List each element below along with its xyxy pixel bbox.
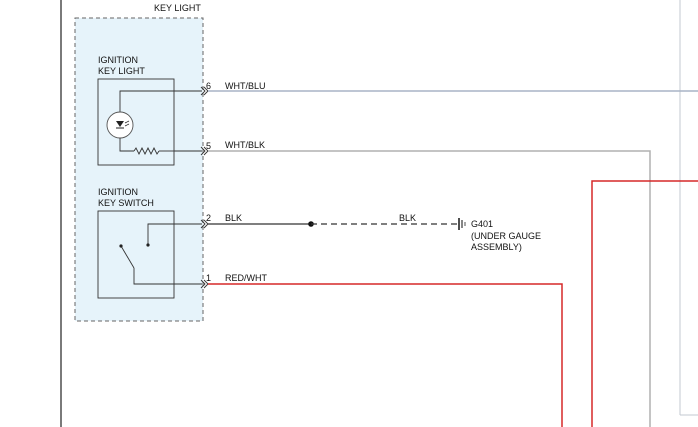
key-switch-component-box [97, 210, 175, 299]
key-light-internal-wire-bottom [119, 138, 134, 152]
key-switch-internal-wire-bottom [133, 268, 174, 285]
wire-red-wht [208, 283, 563, 427]
wire-red-wht-label: RED/WHT [225, 273, 267, 283]
ground-id: G401 [471, 219, 493, 229]
key-light-title-2: KEY LIGHT [98, 66, 145, 76]
key-switch-title-1: IGNITION [98, 187, 138, 197]
ground-location-1: (UNDER GAUGE [471, 231, 541, 241]
pin-5-number: 5 [206, 141, 211, 151]
resistor-icon [133, 146, 160, 156]
led-icon [106, 111, 134, 139]
key-switch-title-2: KEY SWITCH [98, 198, 154, 208]
pin-2-number: 2 [206, 213, 211, 223]
header-label: KEY LIGHT [154, 3, 201, 13]
switch-icon [119, 243, 150, 269]
key-light-title-1: IGNITION [98, 55, 138, 65]
wire-wht-blk-label: WHT/BLK [225, 140, 265, 150]
ground-location-2: ASSEMBLY) [471, 242, 522, 252]
wire-wht-blu-label: WHT/BLU [225, 81, 266, 91]
wire-wht-blk [208, 150, 651, 427]
wire-blk-label: BLK [225, 213, 242, 223]
ground-wire-label: BLK [399, 213, 416, 223]
pin-1-number: 1 [206, 273, 211, 283]
key-light-internal-wire-top [119, 90, 174, 112]
pin-6-number: 6 [206, 81, 211, 91]
wire-red-right [591, 180, 698, 427]
ground-icon [458, 218, 466, 230]
key-switch-internal-wire-top [147, 223, 174, 244]
